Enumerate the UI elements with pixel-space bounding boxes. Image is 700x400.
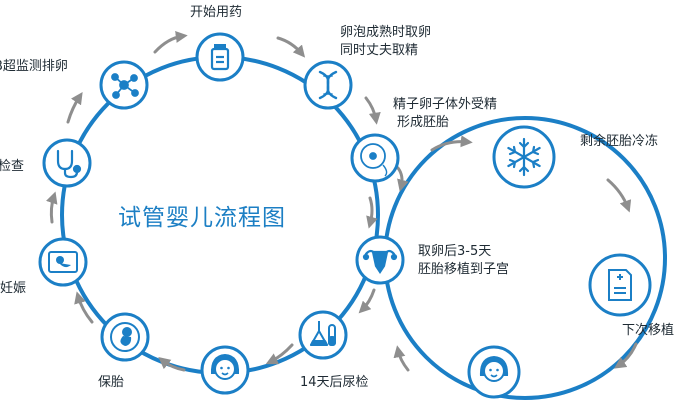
flow-arrow — [393, 345, 410, 372]
step-node-medicine — [195, 32, 245, 82]
flow-arrow — [614, 342, 638, 369]
flow-arrow — [606, 178, 632, 213]
egg-cell-icon — [360, 143, 388, 177]
step-node-woman-side — [467, 345, 521, 399]
step-label-freeze: 剩余胚胎冷冻 — [580, 134, 659, 149]
diagram-title: 试管婴儿流程图 — [118, 205, 286, 231]
flow-arrow — [265, 343, 294, 365]
flow-arrow — [46, 191, 58, 224]
flow-arrow — [366, 196, 378, 229]
test-tube-icon — [310, 321, 336, 346]
step-node-next-transfer — [588, 253, 652, 317]
flow-arrow — [74, 291, 94, 324]
dna-icon — [318, 70, 338, 100]
woman-face-icon — [479, 355, 509, 382]
step-label-fertilization: 精子卵子体外受精 形成胚胎 — [393, 97, 498, 130]
ultrasound-fetus-icon — [48, 251, 78, 273]
step-node-freeze — [492, 125, 556, 189]
step-node-urine-test — [298, 310, 348, 360]
molecule-icon — [111, 73, 139, 99]
stethoscope-icon — [56, 149, 82, 179]
step-label-medicine: 开始用药 — [190, 5, 243, 20]
flow-arrow — [66, 92, 83, 124]
flow-arrow — [396, 166, 409, 192]
fetus-icon — [110, 322, 140, 352]
uterus-icon — [362, 249, 398, 274]
step-label-pregnancy: 确定妊娠 — [0, 281, 27, 296]
flow-arrow — [430, 135, 473, 152]
step-node-checkup — [42, 138, 92, 188]
step-label-next-transfer: 下次移植 — [622, 323, 675, 338]
medical-document-icon — [608, 269, 632, 301]
flow-arrows — [46, 31, 638, 372]
step-label-monitor: B超监测排卵 — [0, 59, 68, 74]
step-node-ultrasound — [38, 237, 88, 287]
step-label-urine-test: 14天后尿检 — [300, 375, 369, 390]
snowflake-icon — [507, 137, 541, 177]
step-label-transfer: 取卵后3-5天 胚胎移植到子宫 — [418, 244, 510, 277]
woman-face-icon — [210, 353, 240, 380]
flow-arrow — [364, 96, 381, 125]
step-node-fertilization — [350, 133, 400, 183]
flow-arrow — [276, 36, 306, 58]
flow-arrow — [358, 288, 376, 314]
step-node-transfer — [355, 235, 405, 285]
step-node-monitor — [99, 60, 149, 110]
flow-arrow — [153, 31, 188, 54]
step-node-woman — [200, 345, 250, 395]
step-node-fetus — [100, 312, 150, 362]
medicine-bottle-icon — [210, 44, 230, 71]
step-label-fetus: 保胎 — [98, 375, 125, 390]
flow-arrow — [158, 357, 186, 372]
step-node-dna — [303, 60, 353, 110]
step-label-egg-retrieval: 卵泡成熟时取卵 同时丈夫取精 — [340, 25, 432, 58]
step-label-checkup: 检查 — [0, 159, 25, 174]
